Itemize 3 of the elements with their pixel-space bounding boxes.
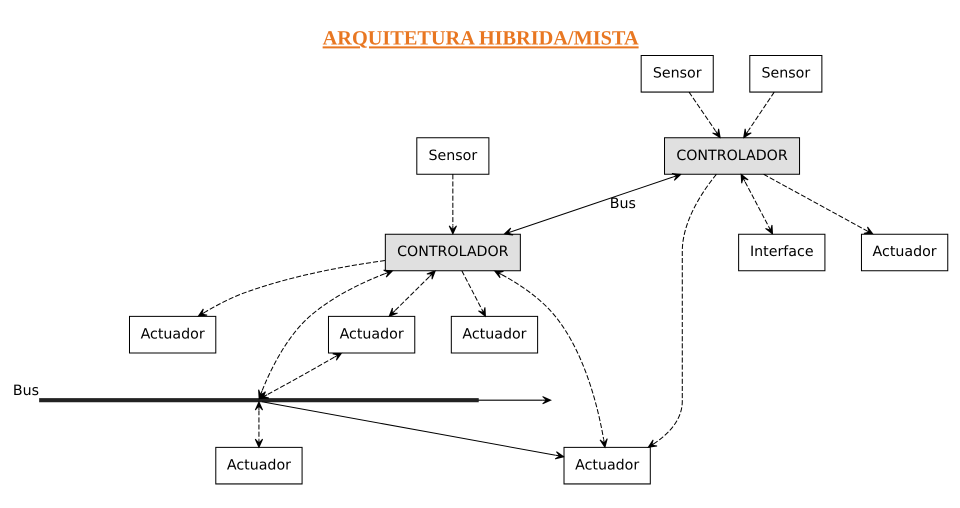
node-label: Bus <box>12 382 40 398</box>
diagram-title: ARQUITETURA HIBRIDA/MISTA <box>322 26 639 49</box>
edge-label: Bus <box>610 196 636 212</box>
